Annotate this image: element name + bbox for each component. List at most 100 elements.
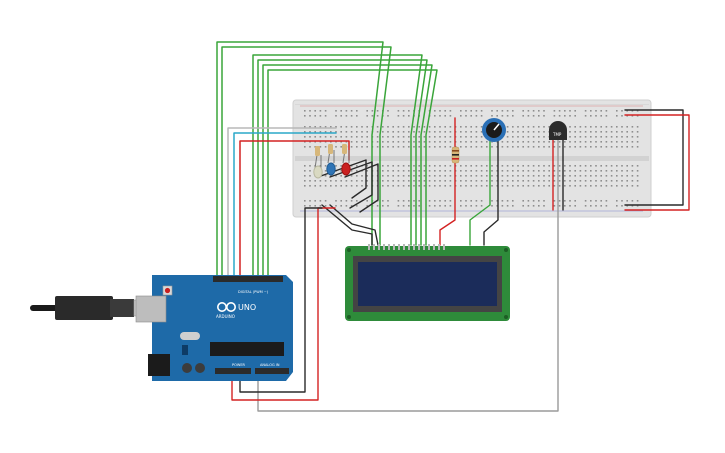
breadboard-hole xyxy=(470,126,472,128)
breadboard-hole xyxy=(366,165,368,167)
breadboard-hole xyxy=(465,180,467,182)
breadboard-hole xyxy=(621,205,623,207)
breadboard-hole xyxy=(501,175,504,177)
breadboard-hole xyxy=(584,165,587,167)
tmp-sensor: TMP xyxy=(549,121,567,140)
breadboard-hole xyxy=(444,115,446,117)
breadboard-hole xyxy=(506,185,509,187)
breadboard-hole xyxy=(439,136,441,138)
breadboard-hole xyxy=(564,200,566,202)
breadboard-hole xyxy=(543,175,545,177)
breadboard-hole xyxy=(517,146,519,148)
breadboard-hole xyxy=(413,131,415,133)
breadboard-hole xyxy=(496,200,498,202)
breadboard-hole xyxy=(569,170,571,172)
breadboard-hole xyxy=(382,126,384,128)
breadboard-hole xyxy=(465,141,467,143)
breadboard-hole xyxy=(600,126,602,128)
breadboard-hole xyxy=(314,141,316,143)
breadboard-hole xyxy=(595,165,597,167)
breadboard-hole xyxy=(626,175,628,177)
breadboard-hole xyxy=(449,136,452,138)
breadboard-hole xyxy=(366,126,368,128)
breadboard-hole xyxy=(330,180,332,182)
breadboard-hole xyxy=(392,180,394,182)
breadboard-hole xyxy=(590,146,592,148)
breadboard-hole xyxy=(439,115,441,117)
breadboard-hole xyxy=(496,110,498,112)
breadboard-hole xyxy=(382,175,384,177)
breadboard-hole xyxy=(345,131,348,133)
breadboard-hole xyxy=(418,185,420,187)
breadboard-hole xyxy=(335,115,337,117)
breadboard-hole xyxy=(527,180,530,182)
breadboard-hole xyxy=(460,115,462,117)
breadboard-hole xyxy=(564,165,566,167)
breadboard-hole xyxy=(434,126,436,128)
breadboard-hole xyxy=(439,185,441,187)
breadboard-hole xyxy=(408,180,410,182)
breadboard-hole xyxy=(402,141,405,143)
breadboard-hole xyxy=(402,170,405,172)
breadboard-hole xyxy=(517,165,519,167)
breadboard-hole xyxy=(491,165,493,167)
breadboard-hole xyxy=(376,141,379,143)
breadboard-hole xyxy=(574,205,576,207)
breadboard-hole xyxy=(590,175,592,177)
breadboard-hole xyxy=(350,170,353,172)
breadboard-hole xyxy=(428,175,431,177)
breadboard-hole xyxy=(434,185,436,187)
breadboard-hole xyxy=(366,115,368,117)
breadboard-hole xyxy=(605,180,608,182)
breadboard-hole xyxy=(428,146,431,148)
breadboard-hole xyxy=(324,170,327,172)
breadboard-hole xyxy=(522,126,524,128)
breadboard-hole xyxy=(532,141,535,143)
breadboard-hole xyxy=(569,165,571,167)
resistor xyxy=(315,146,320,156)
breadboard-hole xyxy=(470,205,472,207)
breadboard-hole xyxy=(408,205,410,207)
breadboard-hole xyxy=(616,141,618,143)
breadboard-hole xyxy=(397,170,400,172)
breadboard-hole xyxy=(496,165,498,167)
breadboard-hole xyxy=(304,110,306,112)
breadboard-hole xyxy=(584,200,587,202)
breadboard-hole xyxy=(621,141,623,143)
breadboard-hole xyxy=(387,185,389,187)
breadboard-hole xyxy=(413,175,415,177)
breadboard-hole xyxy=(330,141,332,143)
breadboard-hole xyxy=(309,146,311,148)
breadboard-hole xyxy=(584,205,587,207)
breadboard-hole xyxy=(397,110,400,112)
breadboard-hole xyxy=(517,175,519,177)
breadboard-hole xyxy=(324,141,327,143)
breadboard-hole xyxy=(496,180,498,182)
breadboard-hole xyxy=(460,200,462,202)
breadboard-hole xyxy=(387,165,389,167)
breadboard-hole xyxy=(522,175,524,177)
breadboard-hole xyxy=(590,131,592,133)
breadboard-hole xyxy=(387,110,389,112)
breadboard-hole xyxy=(350,180,353,182)
wire-gray xyxy=(227,127,337,276)
breadboard-hole xyxy=(584,131,587,133)
breadboard-hole xyxy=(491,185,493,187)
breadboard-hole xyxy=(413,185,415,187)
breadboard-hole xyxy=(480,146,483,148)
wire-black xyxy=(239,207,323,393)
breadboard-hole xyxy=(512,185,514,187)
breadboard-hole xyxy=(595,170,597,172)
breadboard-hole xyxy=(428,136,431,138)
breadboard-hole xyxy=(626,170,628,172)
breadboard-hole xyxy=(543,141,545,143)
breadboard-hole xyxy=(475,131,478,133)
breadboard-hole xyxy=(480,205,483,207)
breadboard-hole xyxy=(517,141,519,143)
breadboard-hole xyxy=(522,165,524,167)
potentiometer-icon[interactable] xyxy=(482,118,506,142)
breadboard-hole xyxy=(527,115,530,117)
breadboard-hole xyxy=(532,185,535,187)
breadboard-hole xyxy=(584,180,587,182)
breadboard-hole xyxy=(444,131,446,133)
